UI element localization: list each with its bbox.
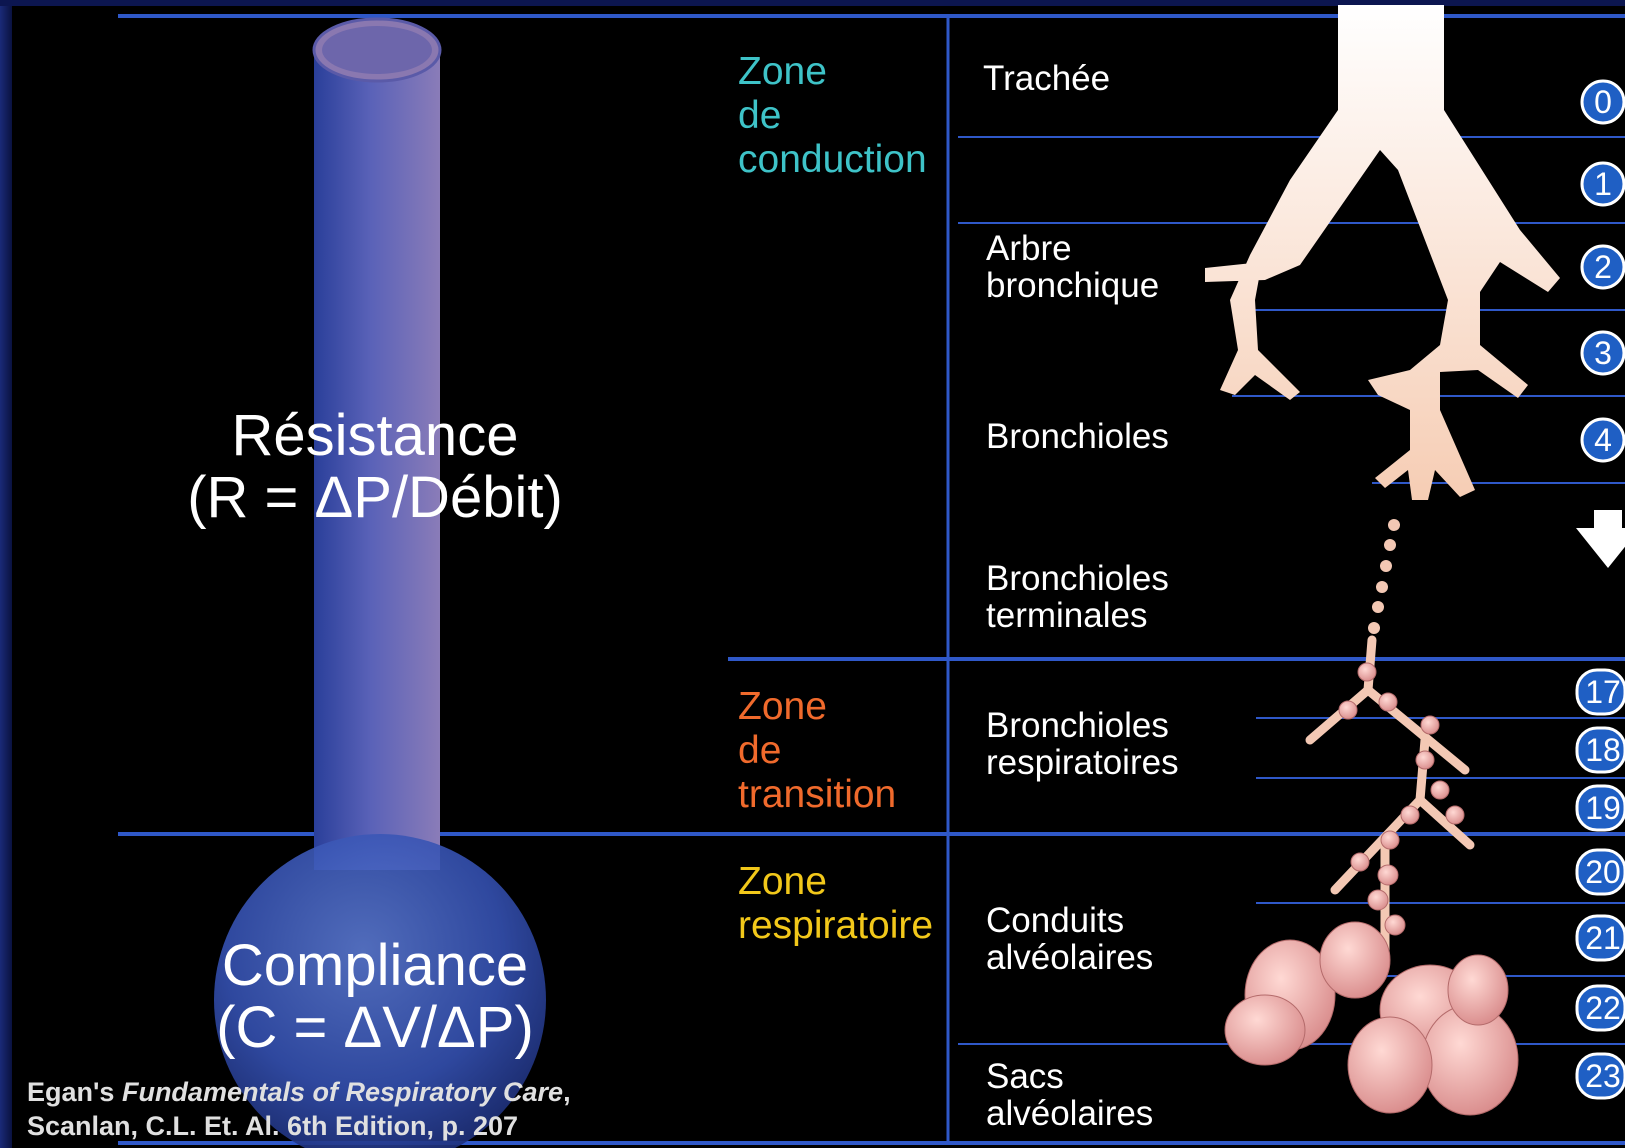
label-alveolar-sacs: Sacs alvéolaires [986,1058,1153,1132]
generation-20: 20 [1577,850,1625,894]
generation-22: 22 [1577,986,1625,1030]
generation-0: 0 [1577,80,1625,124]
generation-4: 4 [1577,418,1625,462]
compliance-title: Compliance [140,935,610,997]
label-bronchial-tree: Arbre bronchique [986,230,1159,304]
zone-transition-label: Zone de transition [738,685,896,817]
label-trachea: Trachée [983,60,1110,97]
compliance-formula: (C = ΔV/ΔP) [140,997,610,1059]
generation-1: 1 [1577,162,1625,206]
label-bronchioles: Bronchioles [986,418,1169,455]
generation-19: 19 [1577,786,1625,830]
compliance-label: Compliance (C = ΔV/ΔP) [140,935,610,1059]
generation-23: 23 [1577,1054,1625,1098]
generation-17: 17 [1577,670,1625,714]
label-alveolar-ducts: Conduits alvéolaires [986,902,1153,976]
zone-respiratory-label: Zone respiratoire [738,860,933,948]
alveoli [1225,663,1518,1115]
down-arrow-icon [1576,510,1625,568]
label-respiratory-bronchioles: Bronchioles respiratoires [986,707,1179,781]
bronchial-tree [1205,5,1560,500]
resistance-title: Résistance [140,405,610,467]
generation-18: 18 [1577,728,1625,772]
resistance-formula: (R = ΔP/Débit) [140,467,610,529]
continuation-dots [1368,519,1400,634]
zone-conduction-label: Zone de conduction [738,50,927,182]
label-terminal-bronchioles: Bronchioles terminales [986,560,1169,634]
resistance-label: Résistance (R = ΔP/Débit) [140,405,610,529]
citation: Egan's Fundamentals of Respiratory Care,… [27,1075,571,1143]
generation-3: 3 [1577,331,1625,375]
generation-21: 21 [1577,916,1625,960]
generation-2: 2 [1577,245,1625,289]
